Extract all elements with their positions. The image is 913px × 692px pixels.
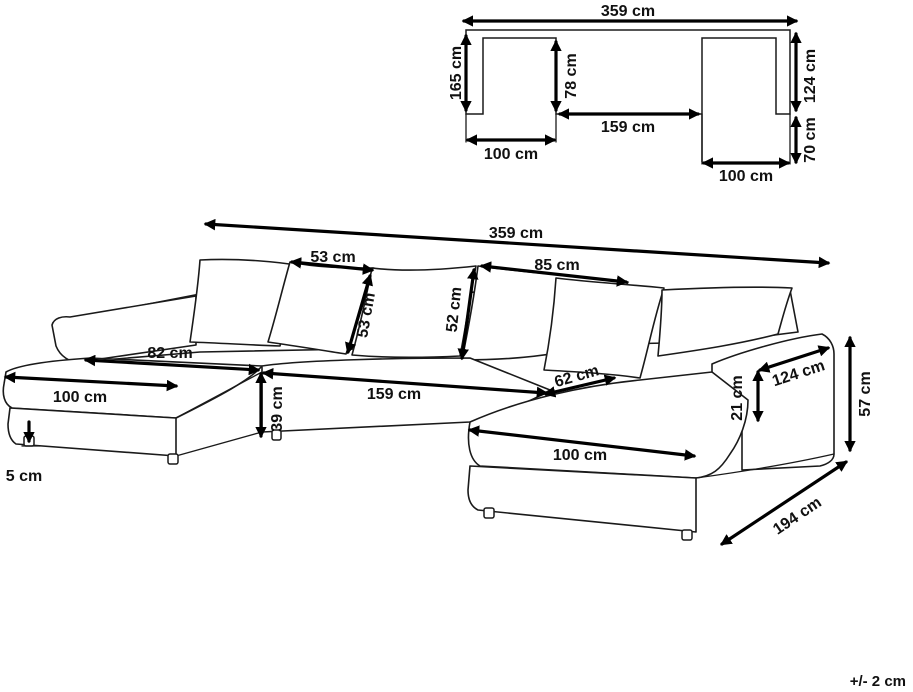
plan-right-back-label: 124 cm xyxy=(802,49,819,103)
middle-seat-width-label: 159 cm xyxy=(367,386,421,403)
cushion-height-b-arrow xyxy=(457,267,479,361)
total-width-label: 359 cm xyxy=(489,225,543,242)
left-leg-back xyxy=(167,453,179,465)
sofa-left-arm xyxy=(51,295,197,363)
seat-height-label: 39 cm xyxy=(269,386,286,431)
plan-right-ext-label: 70 cm xyxy=(802,117,819,162)
arm-depth-arrow xyxy=(757,345,831,373)
total-width-arrow xyxy=(203,218,831,269)
plan-outline xyxy=(465,29,791,162)
plan-right-chaise-label: 100 cm xyxy=(719,168,773,185)
chaise-length-label: 194 cm xyxy=(770,494,824,538)
leg-height-label: 5 cm xyxy=(6,468,42,485)
seat-depth-left-arrow xyxy=(83,354,261,376)
right-chaise-base xyxy=(467,465,697,533)
plan-width-label: 359 cm xyxy=(601,3,655,20)
cushion-height-a-arrow xyxy=(345,273,373,355)
cushion-height-b-label: 52 cm xyxy=(444,286,466,333)
tolerance-note: +/- 2 cm xyxy=(850,673,906,690)
plan-middle-label: 159 cm xyxy=(601,119,655,136)
right-leg-front xyxy=(483,507,495,519)
left-chaise-width-label: 100 cm xyxy=(53,389,107,406)
left-chaise-width-arrow xyxy=(3,371,179,392)
cushion-width-a-label: 53 cm xyxy=(310,249,355,266)
right-leg-back xyxy=(681,529,693,541)
cushion-width-a-arrow xyxy=(289,257,375,275)
cushion-width-b-label: 85 cm xyxy=(534,257,579,274)
right-chaise-width-label: 100 cm xyxy=(553,447,607,464)
top-view-plan: 359 cm 165 cm 78 cm 124 cm 70 cm 159 cm … xyxy=(448,3,819,185)
total-height-label: 57 cm xyxy=(857,371,874,416)
back-cushion-6 xyxy=(657,286,793,357)
cushion-width-b-arrow xyxy=(479,261,629,287)
middle-seat-width-arrow xyxy=(261,367,549,399)
plan-inner-depth-label: 78 cm xyxy=(563,53,580,98)
plan-left-depth-label: 165 cm xyxy=(448,46,465,100)
left-chaise-base xyxy=(7,407,177,457)
right-chaise-width-arrow xyxy=(467,425,697,461)
backrest-depth-arrow xyxy=(543,374,617,398)
plan-left-chaise-label: 100 cm xyxy=(484,146,538,163)
chaise-length-arrow xyxy=(720,460,848,546)
seat-depth-left-label: 82 cm xyxy=(147,345,192,362)
back-cushion-5 xyxy=(543,277,665,379)
arm-height-label: 21 cm xyxy=(729,375,746,420)
middle-leg xyxy=(271,429,282,441)
sofa-drawing xyxy=(2,258,835,541)
